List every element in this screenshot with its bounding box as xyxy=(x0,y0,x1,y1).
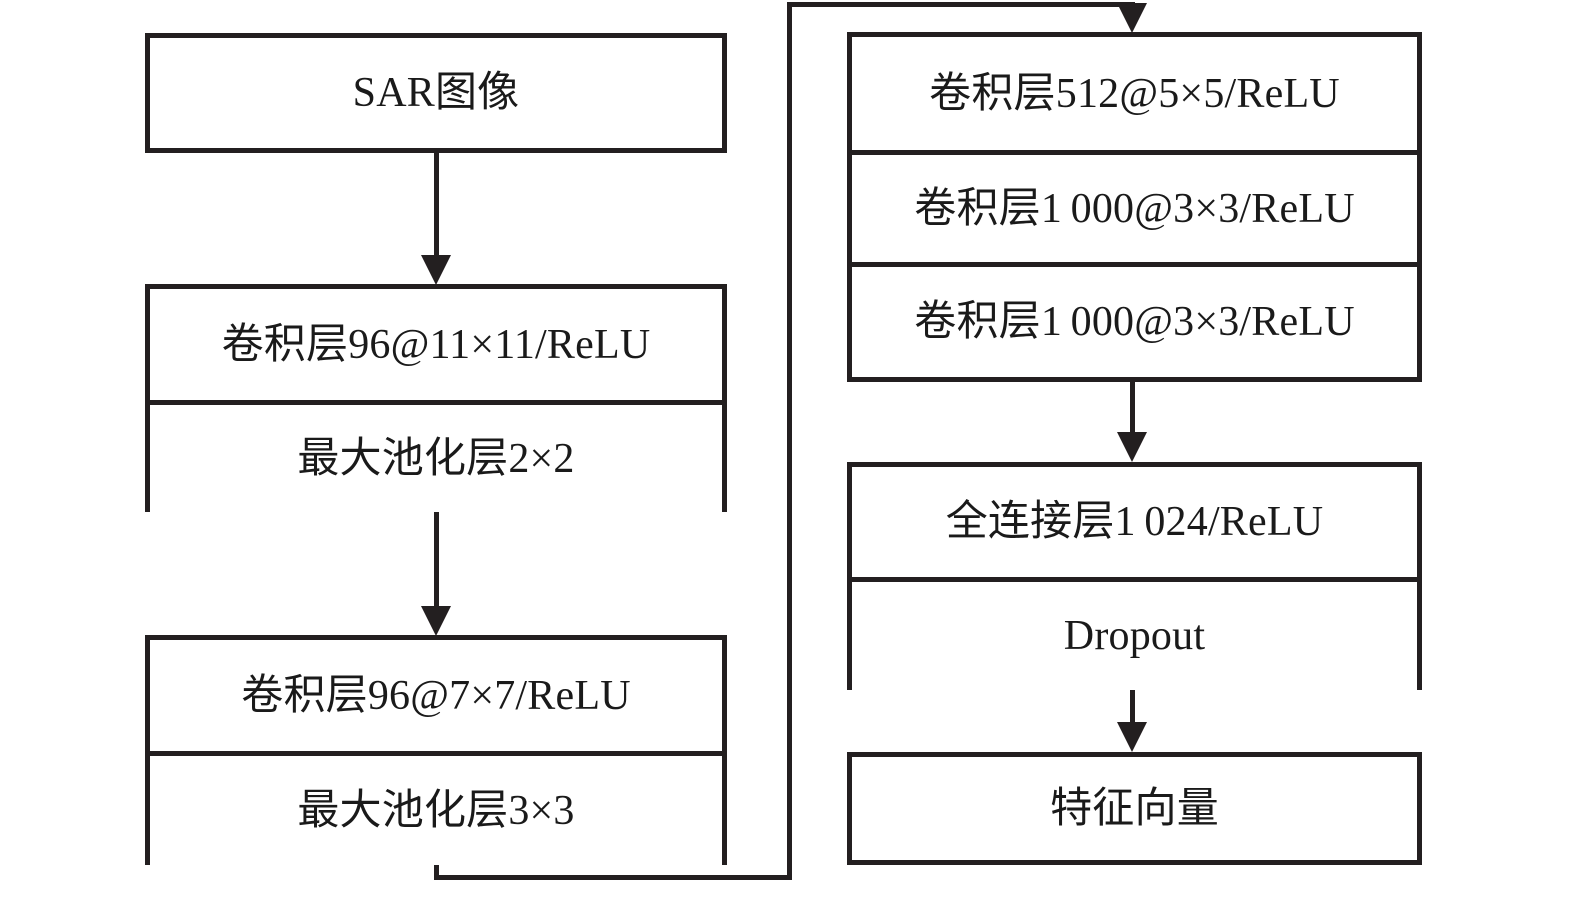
box-conv-1000-3x3-b[interactable]: 卷积层1 000@3×3/ReLU xyxy=(852,262,1417,377)
box-label: 卷积层1 000@3×3/ReLU xyxy=(914,185,1355,232)
connector-conv2-to-deep-arrow-icon xyxy=(1117,3,1147,33)
connector-fc-to-output-line xyxy=(1130,690,1135,730)
connector-conv1-to-conv2-arrow-icon xyxy=(421,606,451,636)
box-maxpool-3x3[interactable]: 最大池化层3×3 xyxy=(150,751,722,865)
connector-deep-to-fc-line xyxy=(1130,382,1135,438)
connector-input-to-conv1-line xyxy=(434,153,439,261)
box-label: 卷积层96@7×7/ReLU xyxy=(241,672,631,719)
box-label: 最大池化层2×2 xyxy=(297,435,575,482)
connector-wrap-segment-down xyxy=(434,865,439,880)
box-conv-96-7x7[interactable]: 卷积层96@7×7/ReLU xyxy=(150,640,722,751)
box-label: 最大池化层3×3 xyxy=(297,787,575,834)
box-label: 卷积层1 000@3×3/ReLU xyxy=(914,299,1355,345)
box-conv-1000-3x3-a[interactable]: 卷积层1 000@3×3/ReLU xyxy=(852,150,1417,262)
connector-fc-to-output-arrow-icon xyxy=(1117,722,1147,752)
box-maxpool-2x2[interactable]: 最大池化层2×2 xyxy=(150,400,722,512)
connector-wrap-segment-up xyxy=(787,2,792,880)
box-feature-vector[interactable]: 特征向量 xyxy=(852,757,1417,860)
box-conv-96-11x11[interactable]: 卷积层96@11×11/ReLU xyxy=(150,289,722,400)
connector-conv1-to-conv2-line xyxy=(434,512,439,620)
box-label: SAR图像 xyxy=(352,70,520,116)
box-sar-image[interactable]: SAR图像 xyxy=(150,38,722,148)
connector-deep-to-fc-arrow-icon xyxy=(1117,432,1147,462)
conv-block-2-group: 卷积层96@7×7/ReLU 最大池化层3×3 xyxy=(145,635,727,865)
input-group: SAR图像 xyxy=(145,33,727,153)
box-dropout[interactable]: Dropout xyxy=(852,577,1417,690)
conv-block-1-group: 卷积层96@11×11/ReLU 最大池化层2×2 xyxy=(145,284,727,512)
connector-input-to-conv1-arrow-icon xyxy=(421,255,451,285)
box-conv-512-5x5[interactable]: 卷积层512@5×5/ReLU xyxy=(852,37,1417,150)
output-group: 特征向量 xyxy=(847,752,1422,865)
fc-block-group: 全连接层1 024/ReLU Dropout xyxy=(847,462,1422,690)
connector-wrap-segment-top xyxy=(787,2,1135,7)
connector-wrap-segment-bottom xyxy=(434,875,792,880)
deep-conv-block-group: 卷积层512@5×5/ReLU 卷积层1 000@3×3/ReLU 卷积层1 0… xyxy=(847,32,1422,382)
box-label: 特征向量 xyxy=(1050,785,1219,832)
box-label: 卷积层512@5×5/ReLU xyxy=(929,70,1340,117)
box-label: 全连接层1 024/ReLU xyxy=(945,499,1324,545)
box-label: Dropout xyxy=(1063,613,1206,659)
box-label: 卷积层96@11×11/ReLU xyxy=(221,321,651,368)
box-fc-1024[interactable]: 全连接层1 024/ReLU xyxy=(852,467,1417,577)
